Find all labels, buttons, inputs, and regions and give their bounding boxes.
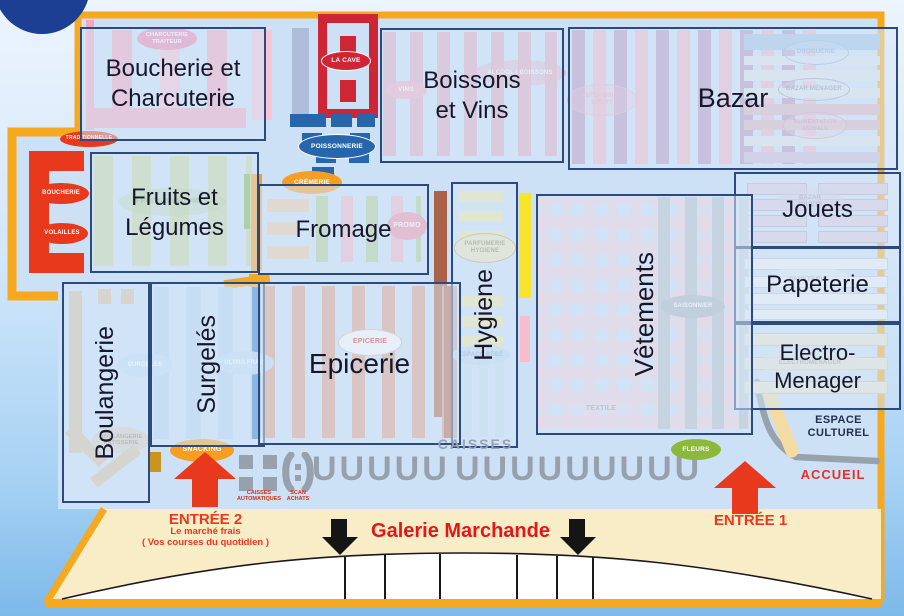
boucherie-shelf	[292, 28, 309, 120]
dept-label: Boucherie et Charcuterie	[105, 55, 241, 112]
dept-label: Epicerie	[308, 348, 411, 379]
dept-box-epicerie: Epicerie	[258, 282, 461, 445]
galerie-edge	[43, 507, 107, 605]
entrance2-label: ENTRÉE 2	[168, 511, 243, 528]
dept-box-boucherie: Boucherie et Charcuterie	[80, 27, 266, 141]
galerie-arrow-stem	[331, 519, 347, 538]
fish-counter	[331, 114, 352, 127]
dept-box-papeterie: Papeterie	[734, 247, 901, 323]
butcher-counter	[29, 151, 84, 273]
dept-box-fromage: Fromage	[258, 184, 429, 275]
la-cave-structure	[318, 14, 378, 118]
dept-box-surgeles: Surgelés	[150, 282, 265, 447]
arch-line	[61, 552, 873, 600]
espace-culturel-label: ESPACE CULTUREL	[807, 414, 870, 439]
dept-label: Bazar	[697, 82, 769, 113]
galerie-arrow-head	[560, 537, 596, 555]
entrance1-label: ENTRÉE 1	[713, 512, 788, 529]
yellow-bar	[519, 193, 531, 298]
dept-label: Boulangerie	[91, 325, 120, 460]
dept-box-vetements: Vêtements	[536, 194, 753, 435]
entrance2-arrow-head	[174, 452, 236, 479]
dept-label: Vêtements	[629, 252, 660, 377]
dept-box-jouets: Jouets	[734, 172, 901, 248]
oval-poissonnerie: POISSONNERIE	[298, 134, 376, 159]
dept-box-boissons: Boissons et Vins	[380, 28, 564, 163]
caisses-title: CAISSES	[437, 436, 514, 452]
dept-label: Fruits et Légumes	[125, 183, 224, 241]
dept-box-hygiene: Hygiene	[451, 182, 518, 448]
self-checkout	[239, 477, 253, 491]
dept-label: Fromage	[295, 215, 392, 243]
caisses-automatiques-label: CAISSES AUTOMATIQUES	[236, 490, 282, 503]
fish-counter	[357, 114, 375, 127]
galerie-arrow-stem	[569, 519, 585, 538]
dept-label: Electro- Menager	[774, 340, 861, 393]
galerie-arrow-head	[322, 537, 358, 555]
dept-label: Jouets	[782, 196, 853, 223]
checkout-lanes: UUUUU	[455, 450, 593, 488]
self-checkout	[239, 455, 253, 469]
oval-volailles: VOLAILLES	[36, 223, 88, 244]
checkout-lanes: UUUUU	[312, 450, 450, 488]
self-checkout	[263, 455, 277, 469]
entrance2-arrow-stem	[192, 479, 218, 507]
dept-label: Papeterie	[766, 271, 869, 298]
oval-fleurs: FLEURS	[671, 439, 721, 460]
dept-box-bazar: Bazar	[568, 27, 898, 170]
dept-box-boulangerie: Boulangerie	[62, 282, 150, 503]
dept-label: Hygiene	[469, 269, 498, 361]
entrance2-subtitle2: ( Vos courses du quotidien )	[141, 537, 270, 548]
dept-label: Boissons et Vins	[423, 66, 521, 124]
dept-box-fruits-legumes: Fruits et Légumes	[90, 152, 259, 273]
arch-dividers	[344, 554, 594, 599]
oval-la-cave: LA CAVE	[321, 51, 371, 71]
entrance1-arrow-head	[714, 461, 776, 488]
pink-bar	[520, 316, 530, 362]
la-cave-block	[340, 80, 356, 102]
bottom-strip	[46, 599, 881, 608]
mustard-block	[149, 452, 161, 472]
dept-label: Surgelés	[192, 315, 221, 414]
accueil-label: ACCUEIL	[800, 467, 866, 482]
entrance2-subtitle: Le marché frais	[170, 526, 241, 537]
butcher-bay-boundary	[7, 127, 80, 301]
scan-achats-icon	[282, 452, 314, 492]
oval-boucherie: BOUCHERIE	[33, 183, 89, 204]
galerie-marchande-title: Galerie Marchande	[371, 520, 550, 542]
self-checkout	[263, 477, 277, 491]
entrance1-arrow-stem	[732, 488, 758, 514]
dept-box-electro-menager: Electro- Menager	[734, 323, 901, 410]
fish-counter	[290, 114, 326, 127]
scan-achats-label: SCAN ACHATS	[286, 490, 310, 503]
